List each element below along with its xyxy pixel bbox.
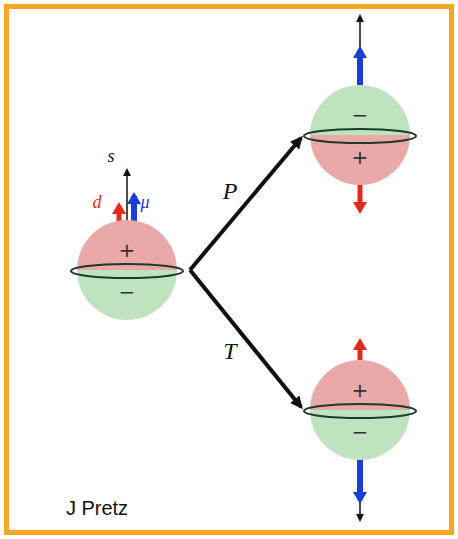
charge-sign: + [352, 147, 369, 167]
magnetic-moment-label: μ⃗ [140, 193, 163, 211]
operator-label: T [223, 339, 236, 363]
edm-arrow [117, 206, 122, 221]
charge-sign: − [352, 422, 369, 442]
sphere-shape [77, 220, 177, 320]
particle-sphere: −+ [310, 85, 410, 185]
edm-label: d⃗ [92, 193, 115, 211]
magnetic-moment-arrow [357, 459, 363, 500]
sphere-shape [310, 360, 410, 460]
charge-sign: + [352, 380, 369, 400]
transformation-arrow [190, 138, 301, 270]
spin-arrow [359, 16, 361, 86]
charge-sign: − [119, 282, 136, 302]
edm-arrow [358, 184, 363, 210]
spin-arrow [126, 170, 128, 221]
particle-sphere: +− [77, 220, 177, 320]
magnetic-moment-arrow [357, 50, 363, 86]
particle-sphere: +− [310, 360, 410, 460]
spin-arrow [359, 459, 361, 520]
edm-arrow [358, 342, 363, 361]
sphere-shape [310, 85, 410, 185]
magnetic-moment-arrow [131, 196, 137, 221]
charge-sign: + [119, 240, 136, 260]
operator-label: P [223, 179, 238, 203]
spin-label: s⃗ [107, 147, 128, 165]
author-credit: J Pretz [66, 498, 128, 518]
transformation-arrow [190, 270, 301, 407]
charge-sign: − [352, 105, 369, 125]
